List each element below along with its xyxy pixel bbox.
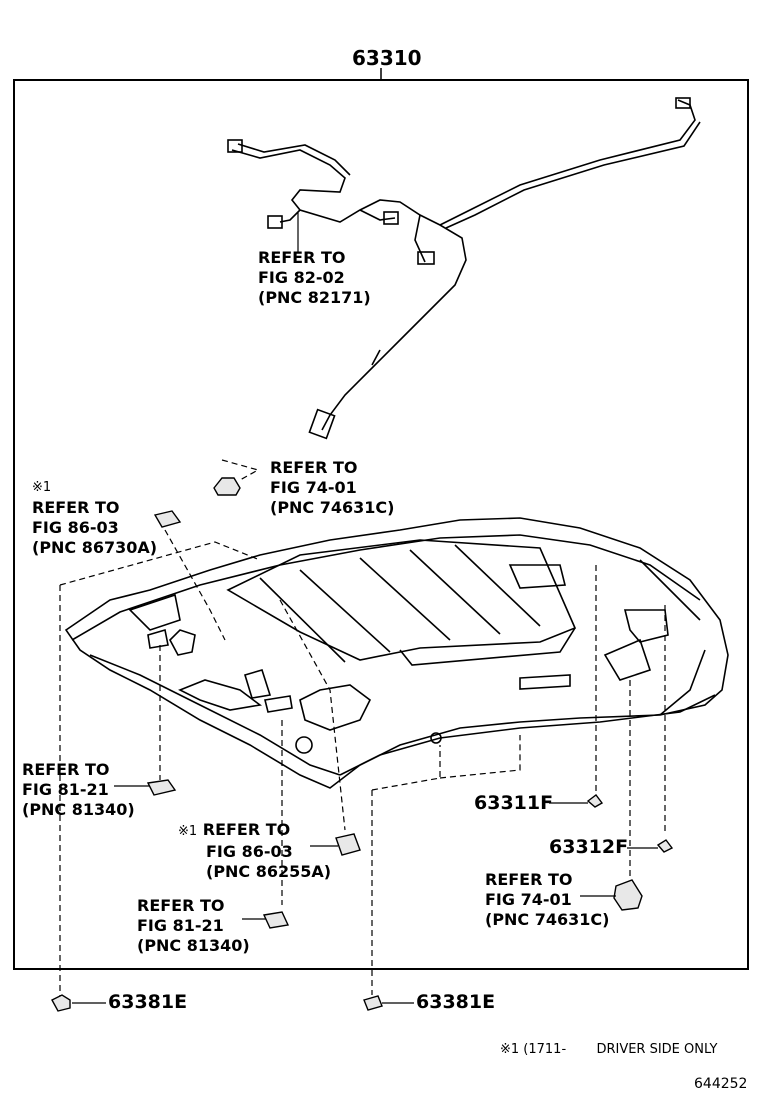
part-63381E-mid: 63381E: [416, 991, 496, 1013]
clip-mid: [262, 911, 290, 929]
holder-mid-ref-line1: REFER TO: [202, 820, 291, 839]
wire-harness-ref-line2: FIG 82-02: [258, 268, 345, 287]
lamp-top-ref-line2: FIG 74-01: [270, 478, 357, 497]
part-63311F: 63311F: [474, 792, 554, 814]
footnote-mark: ※1 (1711-: [500, 1042, 567, 1057]
visor-holder-top: [153, 510, 182, 528]
holder-mid: [335, 833, 361, 856]
lamp-right-reference: REFER TO FIG 74-01 (PNC 74631C): [485, 870, 609, 930]
clip-left: [146, 779, 177, 796]
holder-mid-ref-line3: (PNC 86255A): [206, 862, 332, 881]
holder-mid-ref-line2: FIG 86-03: [206, 842, 293, 861]
illustration-number: 644252: [694, 1076, 748, 1092]
leader-lines: [72, 785, 658, 1004]
part-63312F: 63312F: [549, 836, 629, 858]
holder-mid-reference: ※1 REFER TO FIG 86-03 (PNC 86255A): [178, 820, 331, 882]
clip-63381E-mid: [363, 995, 383, 1011]
headliner-body: [64, 517, 729, 789]
visor-holder-reference: ※1 REFER TO FIG 86-03 (PNC 86730A): [32, 478, 157, 558]
components: [51, 477, 674, 1012]
visor-holder-ref-line1: REFER TO: [32, 498, 120, 517]
room-lamp-top: [213, 477, 241, 496]
attachment-dashes: [59, 459, 666, 1005]
screw-63311F: [586, 794, 604, 808]
clip-left-ref-line1: REFER TO: [22, 760, 110, 779]
visor-holder-ref-line3: (PNC 86730A): [32, 538, 158, 557]
footnote-text: DRIVER SIDE ONLY: [596, 1042, 718, 1057]
lamp-top-ref-line1: REFER TO: [270, 458, 358, 477]
lamp-right: [613, 879, 643, 911]
wire-harness-reference: REFER TO FIG 82-02 (PNC 82171): [258, 248, 371, 308]
part-63381E-left: 63381E: [108, 991, 188, 1013]
clip-left-ref-line2: FIG 81-21: [22, 780, 109, 799]
lamp-top-reference: REFER TO FIG 74-01 (PNC 74631C): [270, 458, 394, 518]
clip-left-reference: REFER TO FIG 81-21 (PNC 81340): [22, 760, 135, 820]
main-part-number: 63310: [352, 46, 422, 70]
clip-mid-ref-line1: REFER TO: [137, 896, 225, 915]
visor-holder-ref-line2: FIG 86-03: [32, 518, 119, 537]
clip-mid-ref-line3: (PNC 81340): [137, 936, 250, 955]
holder-mid-note: ※1: [178, 824, 198, 839]
footnote: ※1 (1711- DRIVER SIDE ONLY: [500, 1042, 717, 1057]
clip-mid-reference: REFER TO FIG 81-21 (PNC 81340): [137, 896, 250, 956]
wire-harness: [227, 97, 701, 440]
visor-holder-note: ※1: [32, 480, 52, 495]
wire-harness-ref-line1: REFER TO: [258, 248, 346, 267]
screw-63312F: [656, 839, 674, 853]
lamp-right-ref-line3: (PNC 74631C): [485, 910, 610, 929]
lamp-top-ref-line3: (PNC 74631C): [270, 498, 395, 517]
clip-63381E-left: [51, 994, 71, 1012]
lamp-right-ref-line2: FIG 74-01: [485, 890, 572, 909]
wire-harness-ref-line3: (PNC 82171): [258, 288, 371, 307]
clip-left-ref-line3: (PNC 81340): [22, 800, 135, 819]
lamp-right-ref-line1: REFER TO: [485, 870, 573, 889]
clip-mid-ref-line2: FIG 81-21: [137, 916, 224, 935]
